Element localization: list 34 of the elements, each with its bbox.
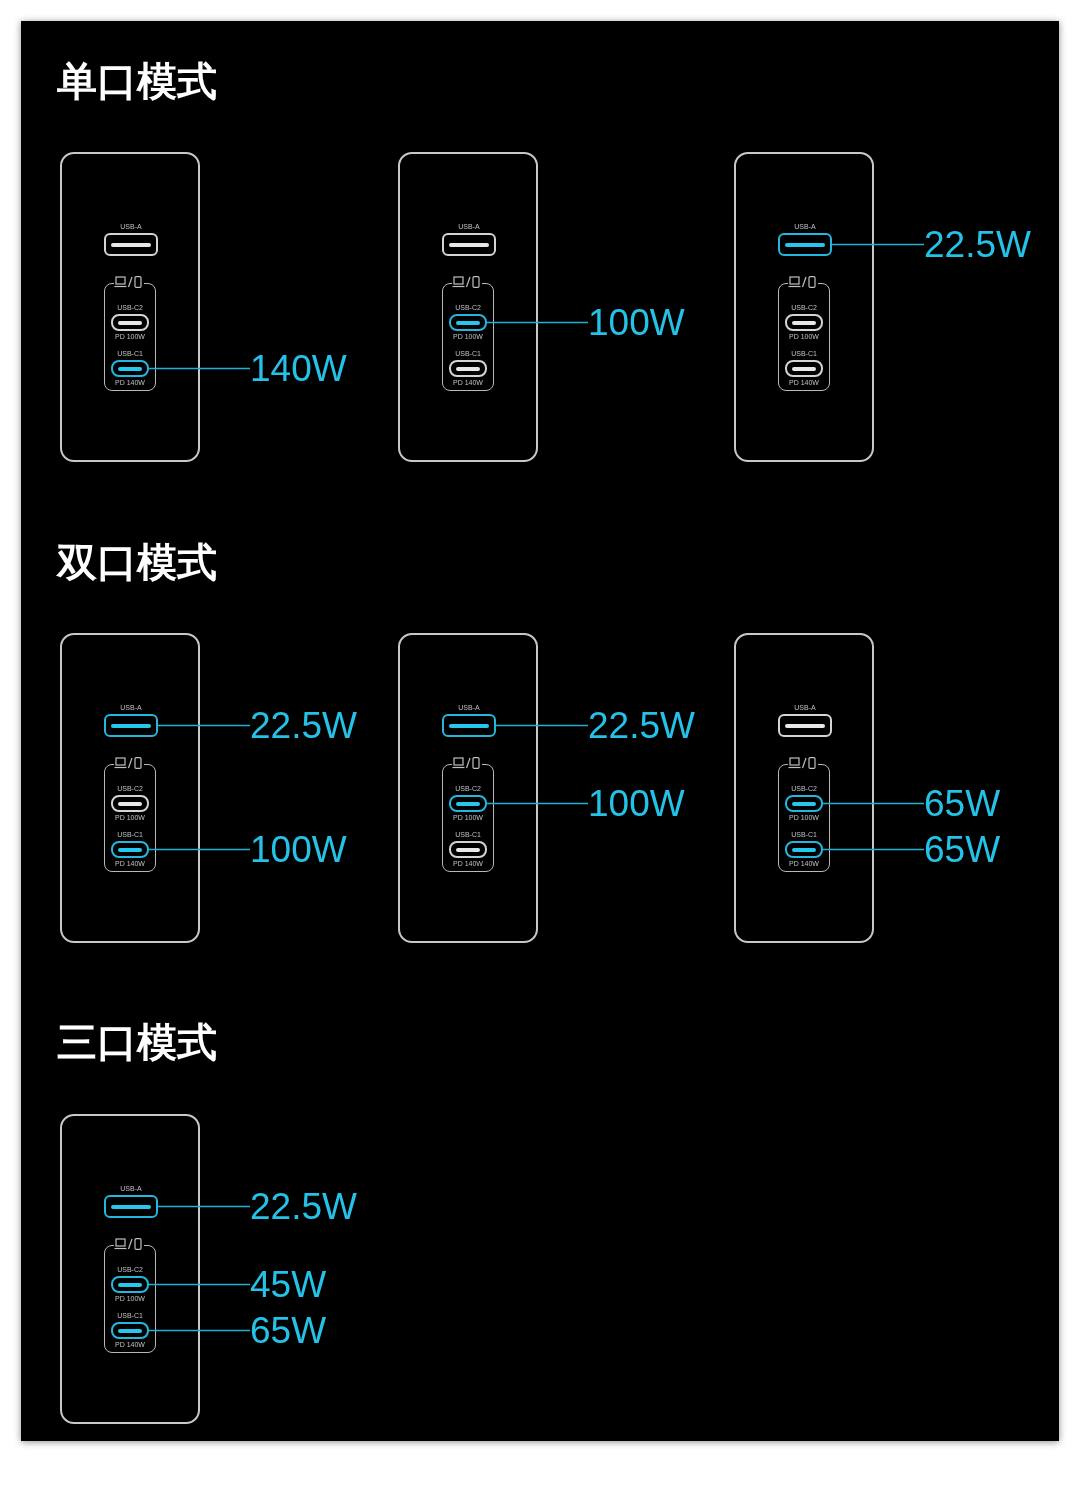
- leader-line: [148, 848, 251, 851]
- wattage-label: 65W: [250, 1311, 327, 1351]
- section-heading: 双口模式: [57, 538, 217, 586]
- leader-line: [822, 848, 925, 851]
- wattage-label: 65W: [924, 830, 1001, 870]
- leader-line: [157, 724, 251, 727]
- wattage-label: 45W: [250, 1265, 327, 1305]
- leader-line: [148, 1283, 251, 1286]
- leader-line: [157, 1205, 251, 1208]
- charger-body: [734, 152, 874, 462]
- charger-body: [398, 152, 538, 462]
- wattage-label: 100W: [588, 784, 685, 824]
- wattage-label: 65W: [924, 784, 1001, 824]
- section-heading: 单口模式: [57, 57, 217, 105]
- charger-body: [734, 633, 874, 943]
- wattage-label: 22.5W: [588, 706, 695, 746]
- leader-line: [148, 367, 251, 370]
- leader-line: [831, 243, 925, 246]
- leader-line: [486, 802, 589, 805]
- charger-body: [60, 152, 200, 462]
- charger-body: [60, 1114, 200, 1424]
- wattage-label: 100W: [250, 830, 347, 870]
- wattage-label: 22.5W: [250, 1187, 357, 1227]
- section-heading: 三口模式: [57, 1018, 217, 1066]
- wattage-label: 22.5W: [250, 706, 357, 746]
- wattage-label: 140W: [250, 349, 347, 389]
- charger-body: [398, 633, 538, 943]
- leader-line: [822, 802, 925, 805]
- charger-body: [60, 633, 200, 943]
- wattage-label: 100W: [588, 303, 685, 343]
- wattage-label: 22.5W: [924, 225, 1031, 265]
- leader-line: [486, 321, 589, 324]
- leader-line: [495, 724, 589, 727]
- leader-line: [148, 1329, 251, 1332]
